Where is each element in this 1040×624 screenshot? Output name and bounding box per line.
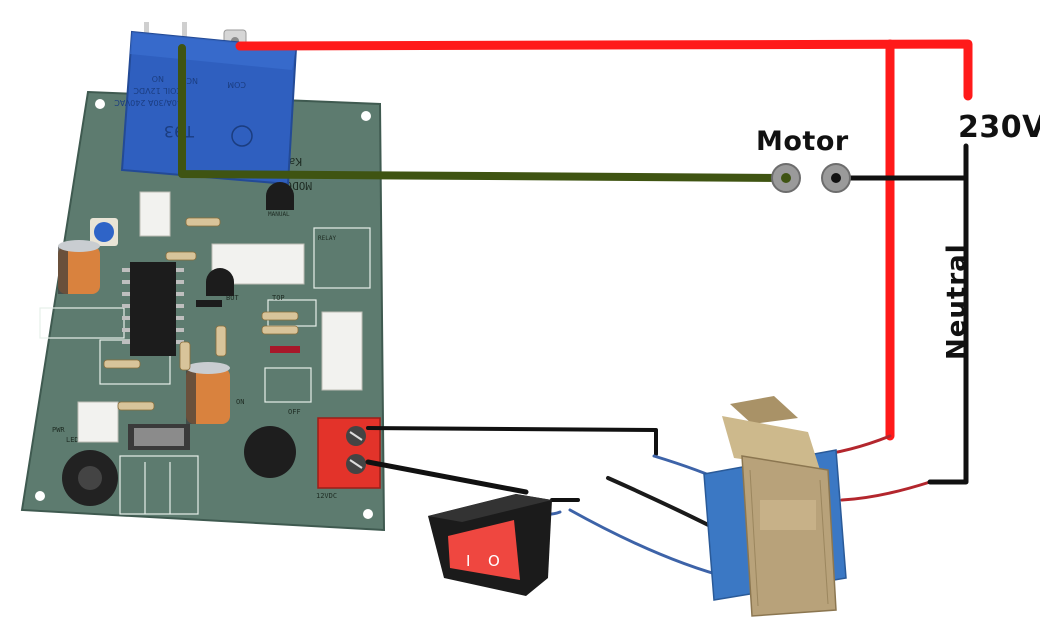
mounting-hole xyxy=(95,99,105,109)
resistor-group xyxy=(103,217,299,411)
integrated-circuit xyxy=(122,262,184,356)
switch-symbol-on: I xyxy=(466,552,470,570)
header-connector xyxy=(77,401,119,443)
neutral-label: Neutral xyxy=(942,243,972,360)
switch-symbol-off: O xyxy=(488,552,500,570)
secondary-wire xyxy=(366,426,658,456)
relay-brand-logo xyxy=(231,125,253,147)
buzzer xyxy=(244,426,296,478)
pcb-label-pwr: PWR xyxy=(52,426,65,434)
electrolytic-capacitor xyxy=(58,240,100,294)
live-wire xyxy=(235,39,973,101)
diode xyxy=(196,300,222,307)
rocker-switch: I O xyxy=(428,494,552,596)
transistor xyxy=(206,268,234,296)
relay-pin-no: NO xyxy=(152,74,164,83)
relay-pin-com-text: COM xyxy=(227,80,246,89)
pcb-label-manual: MANUAL xyxy=(268,211,290,218)
header-connector xyxy=(139,191,171,237)
pcb-label-top: TOP xyxy=(272,294,285,302)
relay-rating-text: 40A/30A 240VAC xyxy=(114,98,182,107)
mounting-hole xyxy=(361,111,371,121)
transformer-core xyxy=(741,455,837,617)
electrolytic-capacitor xyxy=(186,362,230,424)
motor-wire xyxy=(178,44,790,182)
neutral-wire xyxy=(927,175,969,485)
supply-voltage-label: 230V xyxy=(958,110,1040,145)
pcb-label-bot: BOT xyxy=(226,294,239,302)
relay-coil-text: COIL 12VDC xyxy=(133,86,182,95)
secondary-wire xyxy=(365,459,529,495)
motor-terminals xyxy=(771,163,851,193)
transistor xyxy=(266,182,294,210)
transformer-primary-wire xyxy=(840,480,932,502)
pcb-label-off: OFF xyxy=(288,408,301,416)
wires xyxy=(178,39,973,580)
transformer xyxy=(703,396,847,617)
pcb-components xyxy=(58,182,381,506)
header-connector xyxy=(321,311,363,391)
motor-label: Motor xyxy=(756,126,849,157)
neutral-wire xyxy=(833,143,969,181)
pcb-label-led: LED xyxy=(66,436,79,444)
pcb-label-12vdc: 12VDC xyxy=(316,492,337,500)
diode xyxy=(270,346,300,353)
mounting-hole xyxy=(363,509,373,519)
transformer-lead xyxy=(568,508,732,580)
relay: T93 40A/30A 240VAC COIL 12VDC NO NC COM xyxy=(114,22,298,186)
pcb-label-relay: RELAY xyxy=(318,235,336,242)
relay-pin xyxy=(182,22,187,46)
mounting-hole xyxy=(35,491,45,501)
pcb-label-on: ON xyxy=(236,398,244,406)
relay-pin-nc: NC xyxy=(186,76,198,85)
